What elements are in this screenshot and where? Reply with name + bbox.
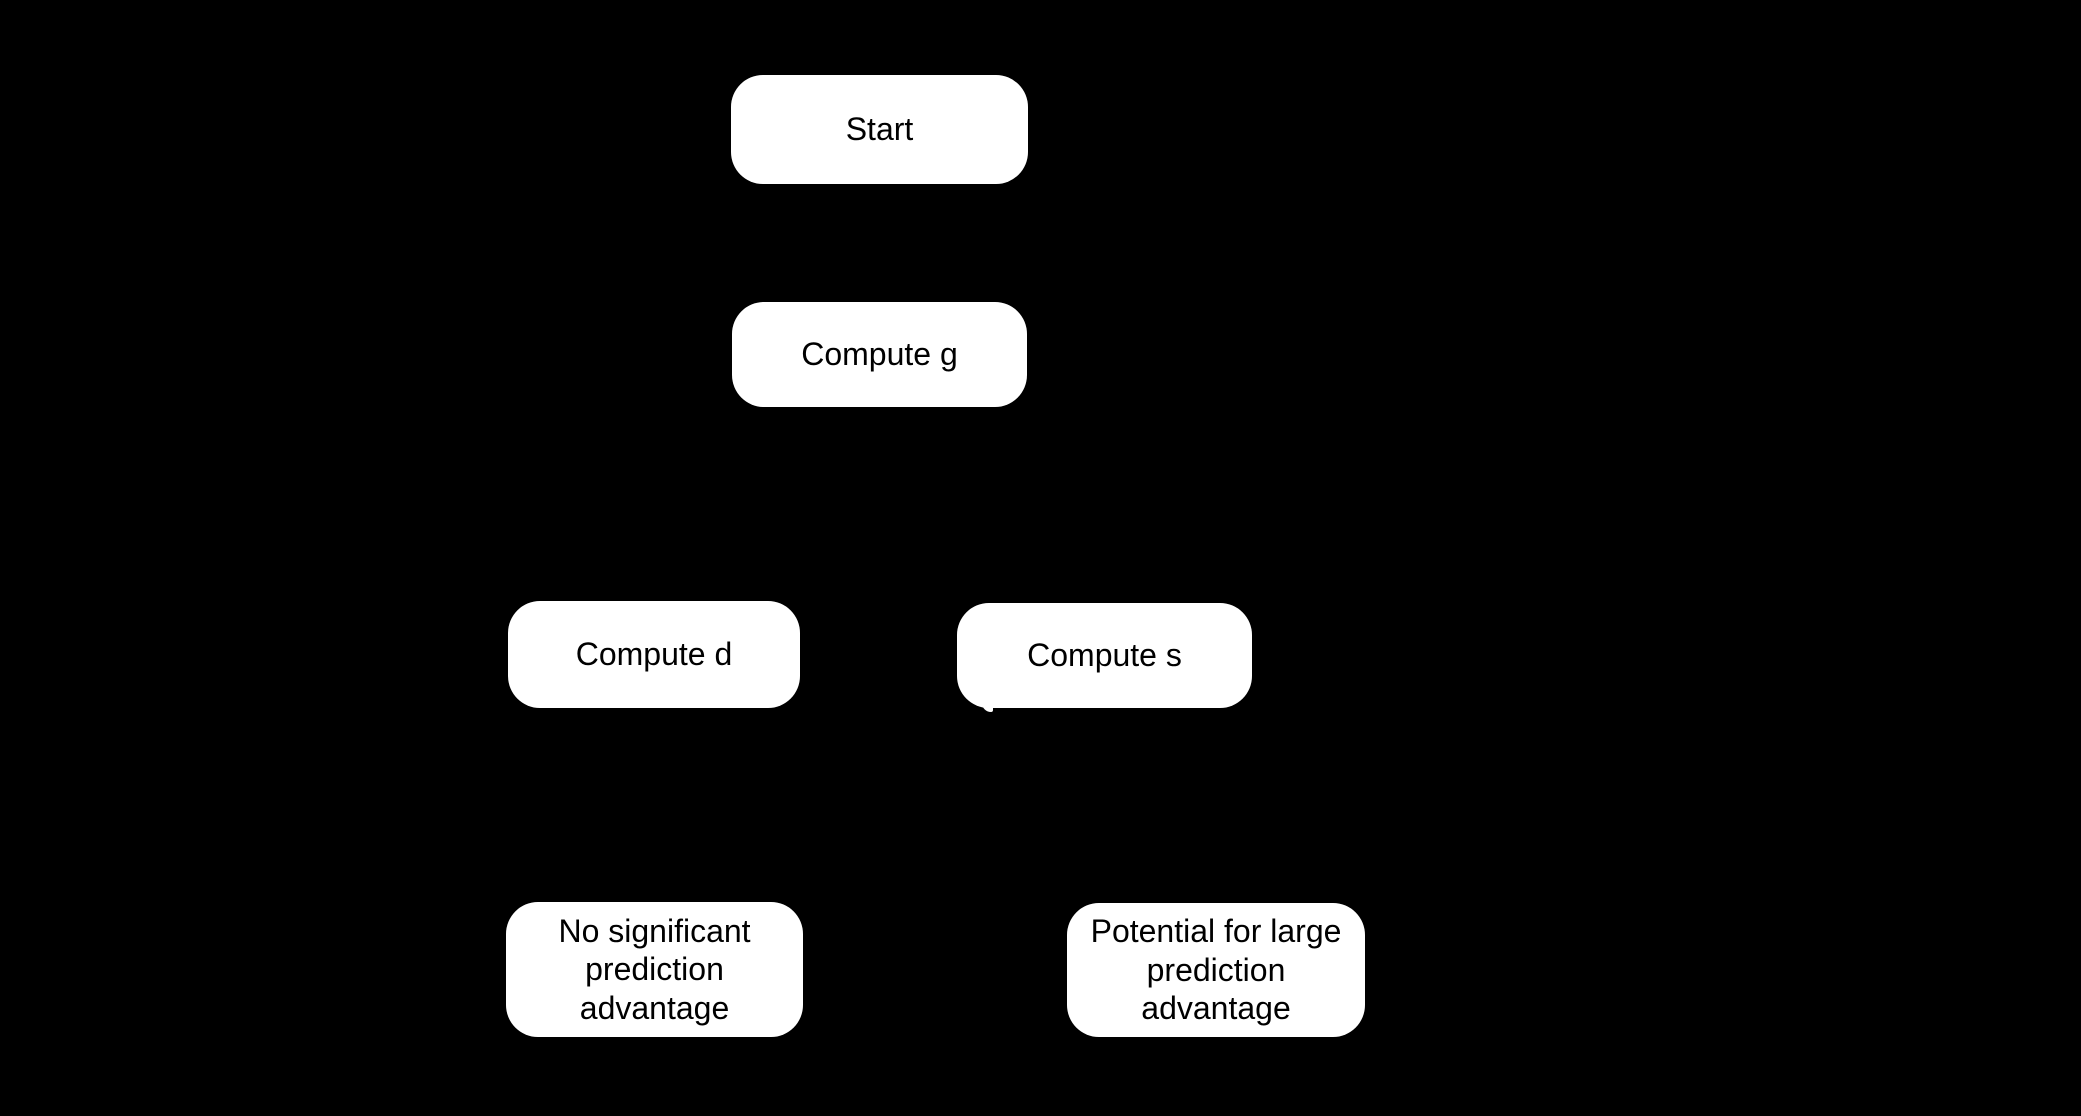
flow-node-compute-s: Compute s — [957, 603, 1252, 712]
node-label: No significant prediction advantage — [558, 912, 750, 1027]
flow-node-compute-d: Compute d — [508, 601, 800, 708]
corner-artifact — [982, 700, 993, 712]
node-label: Compute d — [575, 636, 733, 673]
flow-node-compute-g: Compute g — [732, 302, 1027, 407]
node-label-line: advantage — [579, 989, 730, 1026]
node-label-line: prediction — [585, 951, 724, 988]
node-label: Start — [845, 111, 914, 148]
node-label-line: prediction — [1146, 951, 1286, 988]
node-label: Potential for large prediction advantage — [1091, 912, 1342, 1027]
node-label-line: No significant — [558, 912, 751, 949]
flow-node-no-advantage: No significant prediction advantage — [506, 902, 803, 1037]
node-label-line: advantage — [1141, 990, 1291, 1027]
flow-node-start: Start — [731, 75, 1028, 184]
node-label: Compute s — [1027, 637, 1182, 674]
node-label: Compute g — [801, 336, 958, 373]
flow-node-potential-advantage: Potential for large prediction advantage — [1067, 903, 1365, 1037]
node-label-line: Potential for large — [1090, 913, 1342, 950]
